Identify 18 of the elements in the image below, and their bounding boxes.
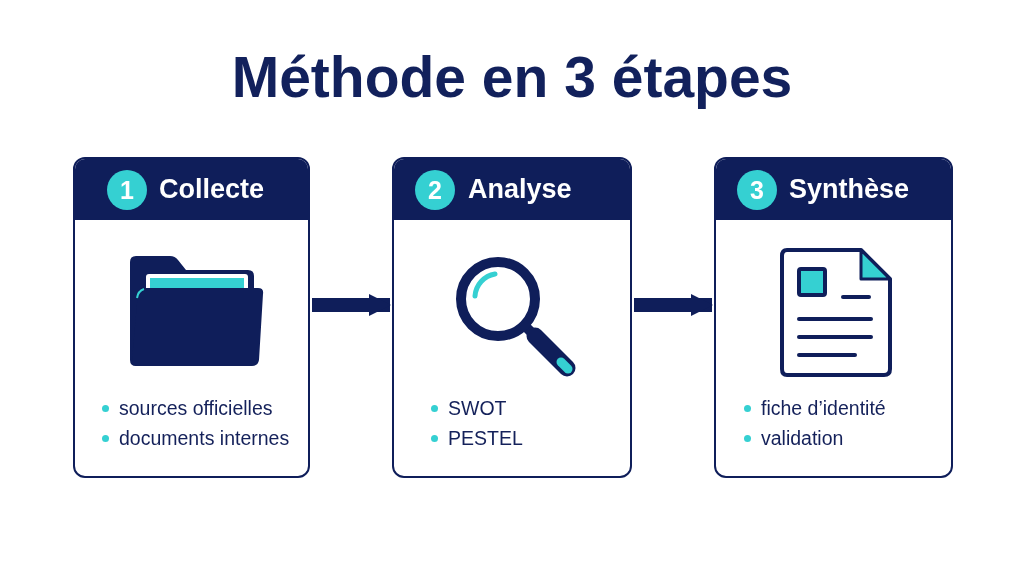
bullet-text: validation	[761, 426, 844, 450]
step-number: 2	[415, 170, 455, 210]
diagram-title: Méthode en 3 étapes	[231, 44, 793, 111]
step-title: Analyse	[468, 173, 572, 206]
step-title: Collecte	[159, 173, 265, 206]
step-number: 3	[737, 170, 777, 210]
bullet-text: SWOT	[448, 396, 507, 420]
step-card	[392, 157, 632, 478]
arrow	[634, 293, 714, 317]
bullet-text: documents internes	[119, 426, 290, 450]
step-card	[714, 157, 953, 478]
step-card	[73, 157, 310, 478]
step-number: 1	[107, 170, 147, 210]
bullet-text: sources officielles	[119, 396, 273, 420]
arrow	[312, 293, 392, 317]
bullet-text: PESTEL	[448, 426, 523, 450]
step-title: Synthèse	[789, 173, 910, 206]
bullet-text: fiche d’identité	[761, 396, 886, 420]
